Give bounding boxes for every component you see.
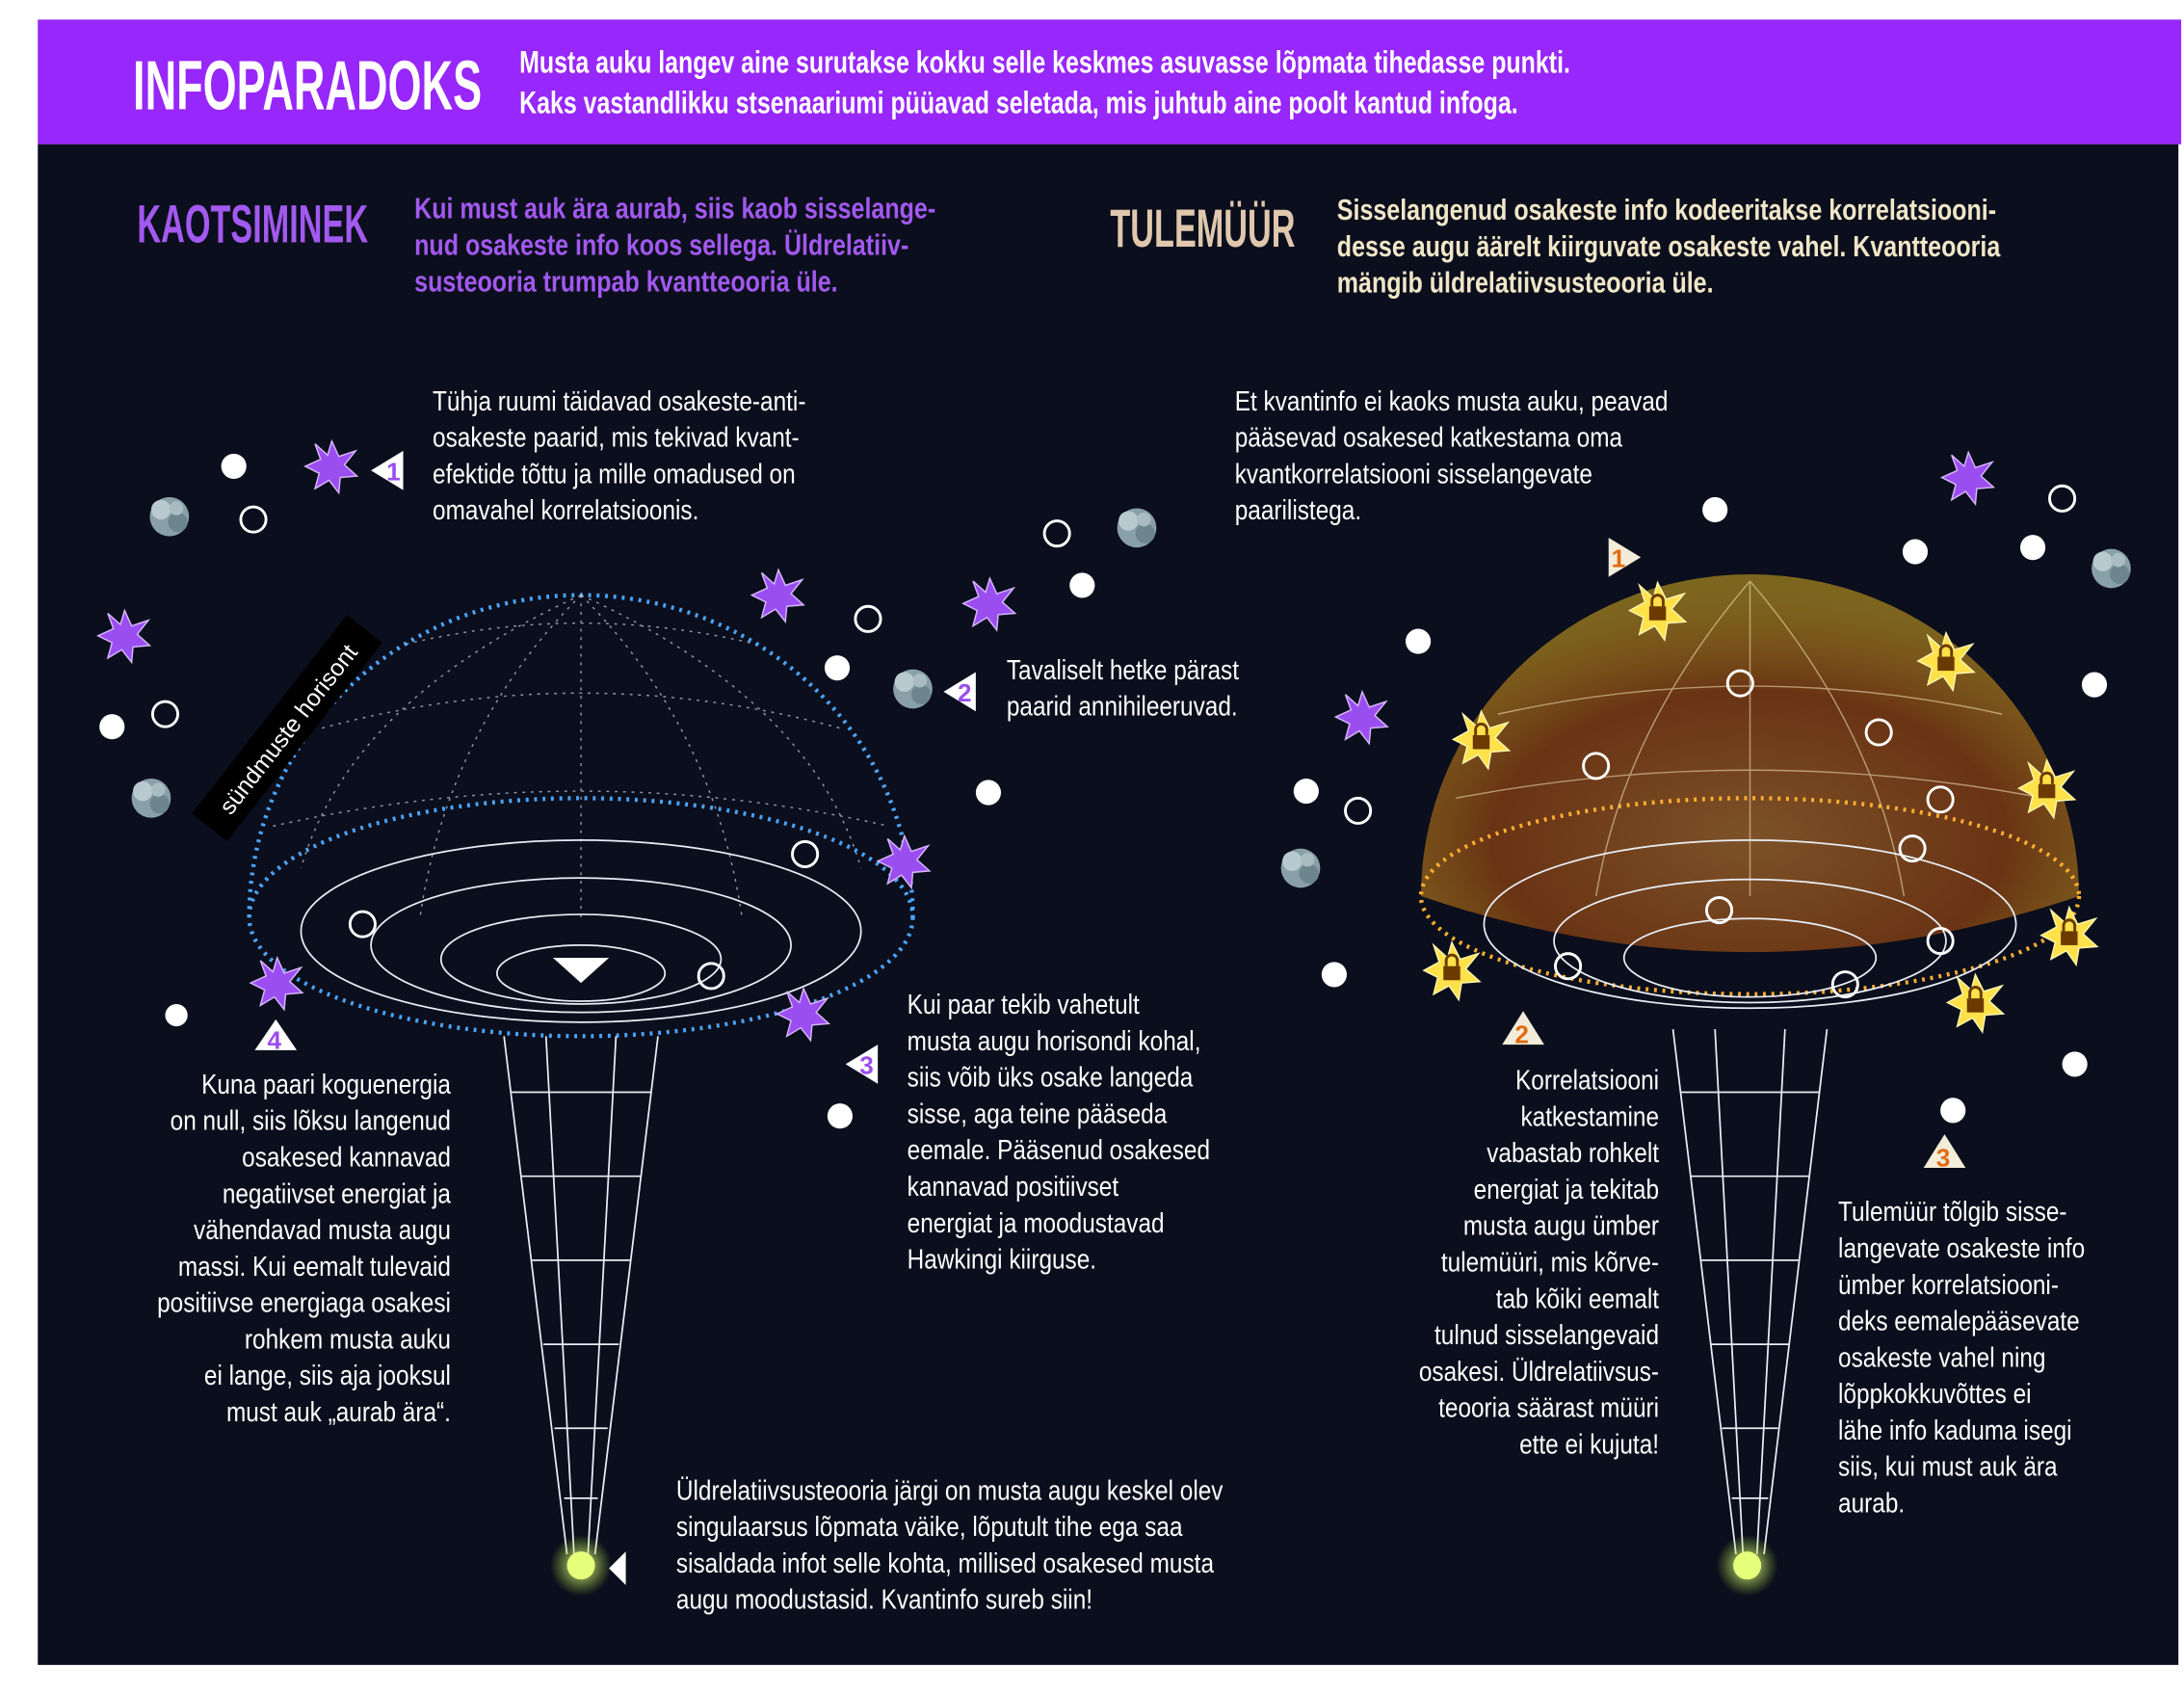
intro-line: Musta auku langev aine surutakse kokku s… <box>519 44 1570 80</box>
intro-line: Kaks vastandlikku stsenaariumi püüavad s… <box>519 85 1518 120</box>
text-line: massi. Kui eemalt tulevaid <box>177 1252 451 1283</box>
marker-3: 3 <box>1936 1144 1951 1173</box>
intro-text: Musta auku langev aine surutakse kokku s… <box>519 42 1866 123</box>
text-line: sisse, aga teine pääseda <box>907 1098 1168 1130</box>
text-line: energiat ja tekitab <box>1473 1175 1660 1206</box>
header-band <box>38 19 2182 145</box>
text-line: singulaarsus lõpmata väike, lõputult tih… <box>675 1512 1183 1544</box>
marker-3: 3 <box>859 1051 874 1080</box>
left-summary: Kui must auk ära aurab, siis kaob sissel… <box>414 192 1050 301</box>
text-line: ette ei kujuta! <box>1519 1429 1660 1461</box>
right-step-markers: 1 2 3 <box>1502 538 1966 1173</box>
text-line: osakeste paarid, mis tekivad kvant- <box>433 422 800 454</box>
text-line: paarid annihileeruvad. <box>1006 691 1238 723</box>
text-line: tulemüüri, mis kõrve- <box>1440 1247 1660 1279</box>
text-line: aurab. <box>1838 1488 1906 1520</box>
text-line: deks eemalepääsevate <box>1838 1306 2080 1337</box>
text-line: vabastab rohkelt <box>1487 1138 1660 1170</box>
text-line: kvantkorrelatsiooni sisselangevate <box>1234 459 1592 490</box>
text-line: eemale. Pääsenud osakesed <box>907 1135 1211 1167</box>
text-line: pääsevad osakesed katkestama oma <box>1234 422 1623 454</box>
left-step1-text: Tühja ruumi täidavad osakeste-anti-osake… <box>433 384 866 529</box>
text-line: kannavad positiivset <box>907 1172 1119 1204</box>
text-line: augu moodustasid. Kvantinfo sureb siin! <box>675 1585 1093 1616</box>
text-line: teooria säärast müüri <box>1438 1392 1660 1424</box>
text-line: Tavaliselt hetke pärast <box>1006 655 1239 687</box>
text-line: langevate osakeste info <box>1838 1233 2086 1265</box>
summary-line: susteooria trumpab kvantteooria üle. <box>414 266 838 299</box>
text-line: osakeste vahel ning <box>1838 1342 2046 1374</box>
text-line: must auk „aurab ära“. <box>225 1397 451 1429</box>
right-step3-text: Tulemüür tõlgib sisse-langevate osakeste… <box>1838 1195 2125 1522</box>
horizon-label: sündmuste horisont <box>215 640 363 820</box>
text-line: positiivse energiaga osakesi <box>157 1287 451 1319</box>
left-step4-text: Kuna paari koguenergia on null, siis lõks… <box>56 1067 451 1431</box>
text-line: Kui paar tekib vahetult <box>907 990 1140 1021</box>
text-line: Korrelatsiooni <box>1515 1065 1660 1097</box>
right-step2-text: Korrelatsiooni katkestamine vabastab rohke… <box>1288 1063 1659 1464</box>
right-step1-text: Et kvantinfo ei kaoks musta auku, peavad… <box>1235 384 1739 529</box>
text-line: sisaldada infot selle kohta, millised os… <box>675 1548 1215 1580</box>
left-heading-text: KAOTSIMINEK <box>137 196 369 255</box>
summary-line: Kui must auk ära aurab, siis kaob sissel… <box>414 193 936 225</box>
right-black-hole: 1 2 3 <box>1280 451 2131 1597</box>
marker-1: 1 <box>386 457 401 486</box>
text-line: Üldrelatiivsusteooria järgi on musta aug… <box>675 1475 1224 1507</box>
text-line: lõppkokkuvõttes ei <box>1838 1379 2032 1411</box>
text-line: osakesi. Üldrelatiivsus- <box>1418 1357 1660 1389</box>
summary-line: Sisselangenud osakeste info kodeeritakse… <box>1336 194 1997 227</box>
marker-2: 2 <box>958 678 972 707</box>
text-line: siis võib üks osake langeda <box>907 1062 1194 1094</box>
summary-line: mängib üldrelatiivsusteooria üle. <box>1336 267 1714 300</box>
text-line: rohkem musta auku <box>244 1324 451 1356</box>
text-line: Hawkingi kiirguse. <box>907 1244 1097 1276</box>
right-heading-text: TULEMÜÜR <box>1110 199 1296 259</box>
right-summary: Sisselangenud osakeste info kodeeritakse… <box>1337 194 2146 303</box>
marker-2: 2 <box>1514 1020 1529 1049</box>
text-line: efektide tõttu ja mille omadused on <box>433 459 796 490</box>
text-line: Tühja ruumi täidavad osakeste-anti- <box>433 386 806 418</box>
text-line: musta augu horisondi kohal, <box>907 1026 1201 1058</box>
text-line: paarilistega. <box>1234 495 1362 527</box>
text-line: ei lange, siis aja jooksul <box>203 1361 451 1392</box>
text-line: osakesed kannavad <box>242 1142 451 1174</box>
left-step3-text: Kui paar tekib vahetult musta augu horiso… <box>908 988 1260 1279</box>
text-line: tulnud sisselangevaid <box>1434 1320 1660 1352</box>
text-line: energiat ja moodustavad <box>907 1208 1165 1240</box>
left-heading: KAOTSIMINEK <box>137 196 510 255</box>
text-line: siis, kui must auk ära <box>1838 1451 2058 1483</box>
left-step-markers: 1 2 3 4 <box>254 450 976 1084</box>
summary-line: desse augu äärelt kiirguvate osakeste va… <box>1336 230 2001 264</box>
text-line: Kuna paari koguenergia <box>201 1070 451 1101</box>
text-line: musta augu ümber <box>1462 1211 1660 1242</box>
singularity-text: Üldrelatiivsusteooria järgi on musta aug… <box>676 1473 1312 1619</box>
page-title-text: INFOPARADOKS <box>133 45 483 125</box>
marker-1: 1 <box>1612 544 1626 573</box>
text-line: omavahel korrelatsioonis. <box>433 495 699 527</box>
text-line: negatiivset energiat ja <box>222 1178 451 1210</box>
text-line: lähe info kaduma isegi <box>1838 1415 2072 1447</box>
text-line: tab kõiki eemalt <box>1495 1283 1660 1315</box>
text-line: Tulemüür tõlgib sisse- <box>1838 1197 2067 1229</box>
text-line: katkestamine <box>1520 1101 1660 1133</box>
text-line: on null, siis lõksu langenud <box>170 1106 451 1137</box>
left-step2-text: Tavaliselt hetke pärast paarid annihileer… <box>1007 652 1276 726</box>
text-line: Et kvantinfo ei kaoks musta auku, peavad <box>1234 386 1669 418</box>
text-line: vähendavad musta augu <box>194 1215 451 1247</box>
right-heading: TULEMÜÜR <box>1110 200 1408 260</box>
page-title: INFOPARADOKS <box>133 45 696 126</box>
text-line: ümber korrelatsiooni- <box>1838 1270 2059 1302</box>
marker-4: 4 <box>268 1025 282 1054</box>
summary-line: nud osakeste info koos sellega. Üldrelat… <box>414 229 909 262</box>
